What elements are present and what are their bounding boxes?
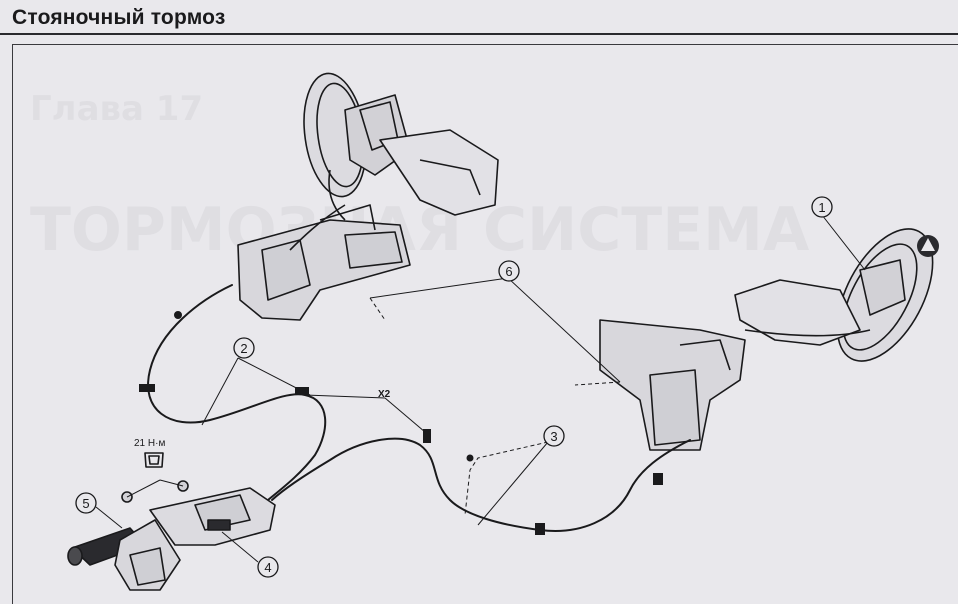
callout-6-number: 6	[505, 264, 512, 279]
callout-5-number: 5	[82, 496, 89, 511]
figure-frame	[12, 44, 958, 604]
callout-5: 5	[75, 492, 97, 514]
right-rear-wheel-assembly	[599, 228, 939, 451]
callout-4-number: 4	[264, 560, 271, 575]
callout-6: 6	[498, 260, 520, 282]
torque-label: 21 Н·м	[134, 438, 165, 449]
callout-1-number: 1	[818, 200, 825, 215]
callout-2: 2	[233, 337, 255, 359]
callout-3-number: 3	[550, 429, 557, 444]
leader-lines	[95, 214, 866, 563]
callout-1: 1	[811, 196, 833, 218]
multiplier-label: X2	[378, 389, 391, 400]
parking-brake-lever-assembly	[67, 452, 276, 591]
page-title: Стояночный тормоз	[12, 6, 226, 29]
svg-text:ТОРМОЗНАЯ СИСТЕМА: ТОРМОЗНАЯ СИСТЕМА	[30, 195, 810, 265]
callout-3: 3	[543, 425, 565, 447]
bleed-through-artifacts: ТОРМОЗНАЯ СИСТЕМА Глава 17	[30, 89, 810, 265]
callout-4: 4	[257, 556, 279, 578]
callout-2-number: 2	[240, 341, 247, 356]
left-rear-wheel-assembly	[237, 72, 499, 321]
header-rule	[0, 33, 958, 35]
page-header: Стояночный тормоз	[0, 0, 958, 40]
svg-text:Глава 17: Глава 17	[30, 89, 203, 129]
